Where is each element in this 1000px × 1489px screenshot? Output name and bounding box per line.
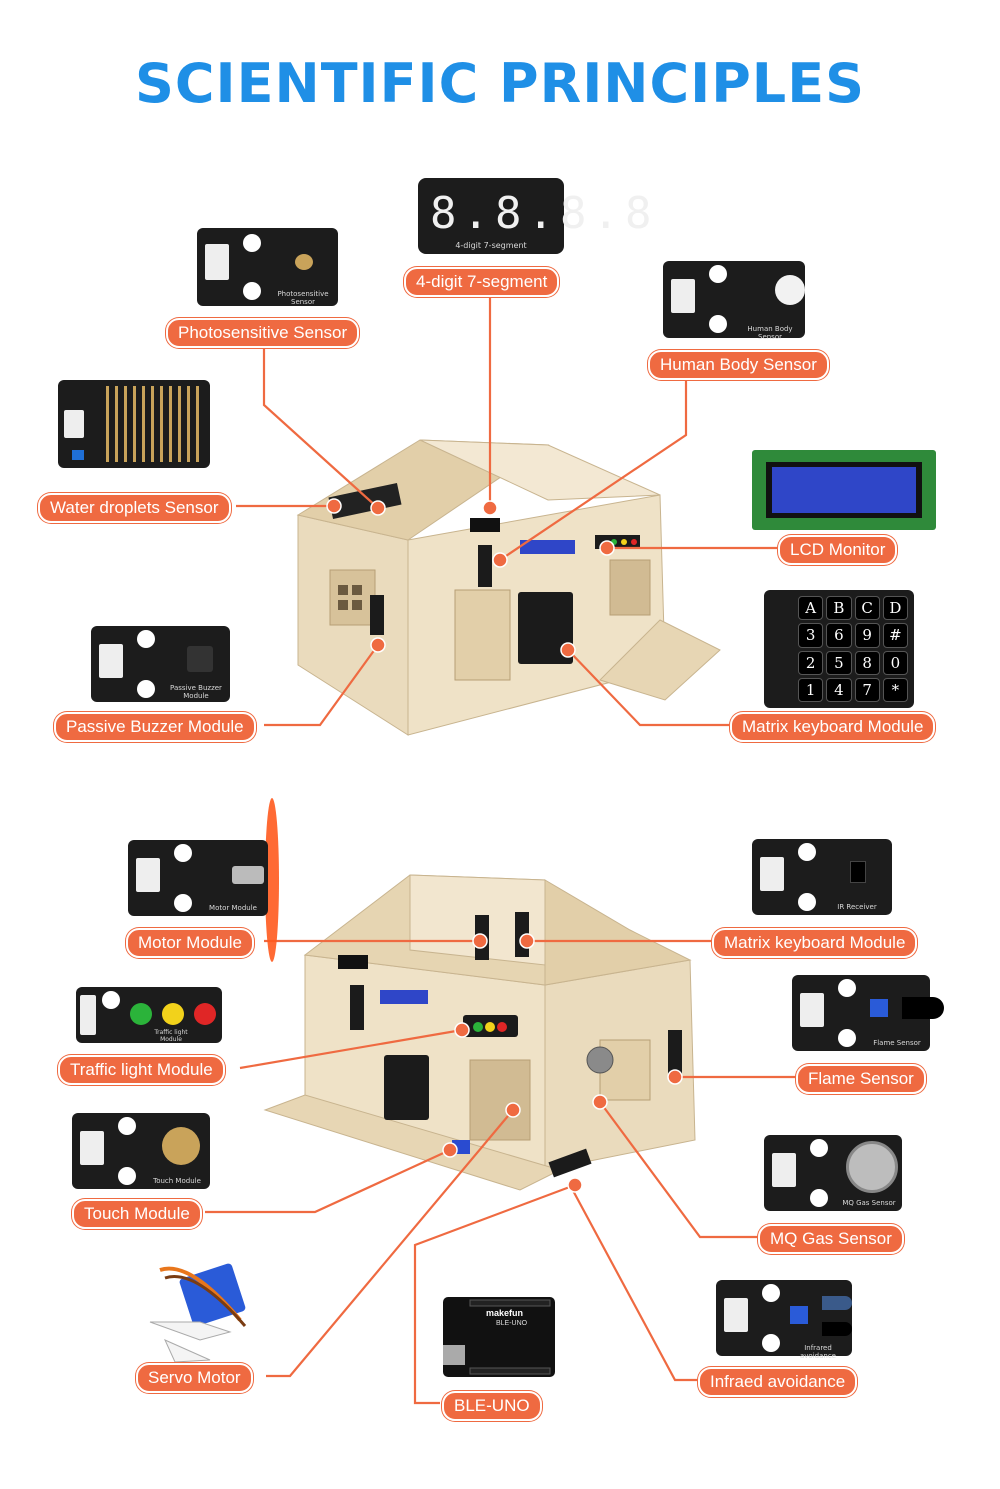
propeller-icon xyxy=(265,798,279,962)
keypad-key: 0 xyxy=(882,650,908,675)
motor-module: Motor Module xyxy=(128,840,268,916)
traffic-print: Traffic light Module xyxy=(154,1029,188,1043)
keypad-key: A xyxy=(798,596,824,621)
label-touch-module: Touch Module xyxy=(72,1199,202,1229)
label-water-droplets-sensor: Water droplets Sensor xyxy=(38,493,231,523)
human-body-sensor-module: Human Body Sensor xyxy=(663,261,805,341)
ble-uno-model: BLE-UNO xyxy=(496,1320,528,1327)
passive-buzzer-module: Passive Buzzer Module xyxy=(91,626,230,702)
flame-print: Flame Sensor xyxy=(873,1039,921,1047)
keypad-key: C xyxy=(854,596,880,621)
label-passive-buzzer-module: Passive Buzzer Module xyxy=(54,712,256,742)
keypad-key: 5 xyxy=(826,650,852,675)
label-photosensitive-sensor: Photosensitive Sensor xyxy=(166,318,360,348)
leader-dots xyxy=(326,498,683,1193)
ble-uno-image xyxy=(443,1297,555,1377)
label-lcd-monitor: LCD Monitor xyxy=(778,535,898,565)
keypad-key: 8 xyxy=(854,650,880,675)
touch-module: Touch Module xyxy=(72,1113,210,1189)
label-4-digit-7-segment: 4-digit 7-segment xyxy=(404,267,560,297)
keypad-key: 7 xyxy=(854,677,880,702)
label-ble-uno: BLE-UNO xyxy=(442,1391,542,1421)
keypad-key: 4 xyxy=(826,677,852,702)
keypad-key: D xyxy=(882,596,908,621)
segment-display-module: 8.8.8.8 4-digit 7-segment xyxy=(418,178,651,254)
keypad-key: B xyxy=(826,596,852,621)
photosensitive-print: Photosensitive Sensor xyxy=(277,290,329,306)
buzzer-print: Passive Buzzer Module xyxy=(170,684,222,700)
label-flame-sensor: Flame Sensor xyxy=(796,1064,926,1094)
traffic-light-module: Traffic light Module xyxy=(76,987,222,1043)
ir-print: IR Receiver xyxy=(837,903,877,911)
mq-print: MQ Gas Sensor xyxy=(842,1199,896,1207)
leader-lines xyxy=(205,292,796,1405)
motor-print: Motor Module xyxy=(209,904,257,912)
infrared-print: Infrared avoidance xyxy=(800,1344,836,1360)
label-human-body-sensor: Human Body Sensor xyxy=(648,350,829,380)
keypad-key: 6 xyxy=(826,623,852,648)
lcd-monitor-module xyxy=(752,450,936,530)
bottom-house xyxy=(263,874,696,1191)
photosensitive-sensor-module: Photosensitive Sensor xyxy=(197,228,338,306)
human-body-print: Human Body Sensor xyxy=(747,325,793,341)
keypad-key: * xyxy=(882,677,908,702)
keypad-key: 9 xyxy=(854,623,880,648)
touch-print: Touch Module xyxy=(153,1177,201,1185)
keypad-key: # xyxy=(882,623,908,648)
label-servo-motor: Servo Motor xyxy=(136,1363,253,1393)
segment-digits: 8.8.8.8 xyxy=(430,188,658,239)
label-matrix-keyboard-module-2: Matrix keyboard Module xyxy=(712,928,918,958)
mq-gas-sensor-module: MQ Gas Sensor xyxy=(764,1135,902,1211)
keypad-key: 1 xyxy=(798,677,824,702)
label-motor-module: Motor Module xyxy=(126,928,254,958)
label-traffic-light-module: Traffic light Module xyxy=(58,1055,225,1085)
servo-motor-image xyxy=(149,1263,247,1363)
water-droplets-sensor-module xyxy=(58,380,210,468)
label-mq-gas-sensor: MQ Gas Sensor xyxy=(758,1224,904,1254)
infrared-avoidance-module: Infrared avoidance xyxy=(716,1280,852,1360)
ble-uno-brand: makefun xyxy=(486,1308,524,1318)
label-matrix-keyboard-module: Matrix keyboard Module xyxy=(730,712,936,742)
flame-sensor-module: Flame Sensor xyxy=(792,975,944,1051)
keypad-key: 3 xyxy=(798,623,824,648)
keypad-key: 2 xyxy=(798,650,824,675)
label-infraed-avoidance: Infraed avoidance xyxy=(698,1367,858,1397)
page-title: SCIENTIFIC PRINCIPLES xyxy=(135,52,865,115)
ir-receiver-module: IR Receiver xyxy=(752,839,892,915)
segment-caption: 4-digit 7-segment xyxy=(455,241,527,250)
top-house xyxy=(296,439,721,736)
